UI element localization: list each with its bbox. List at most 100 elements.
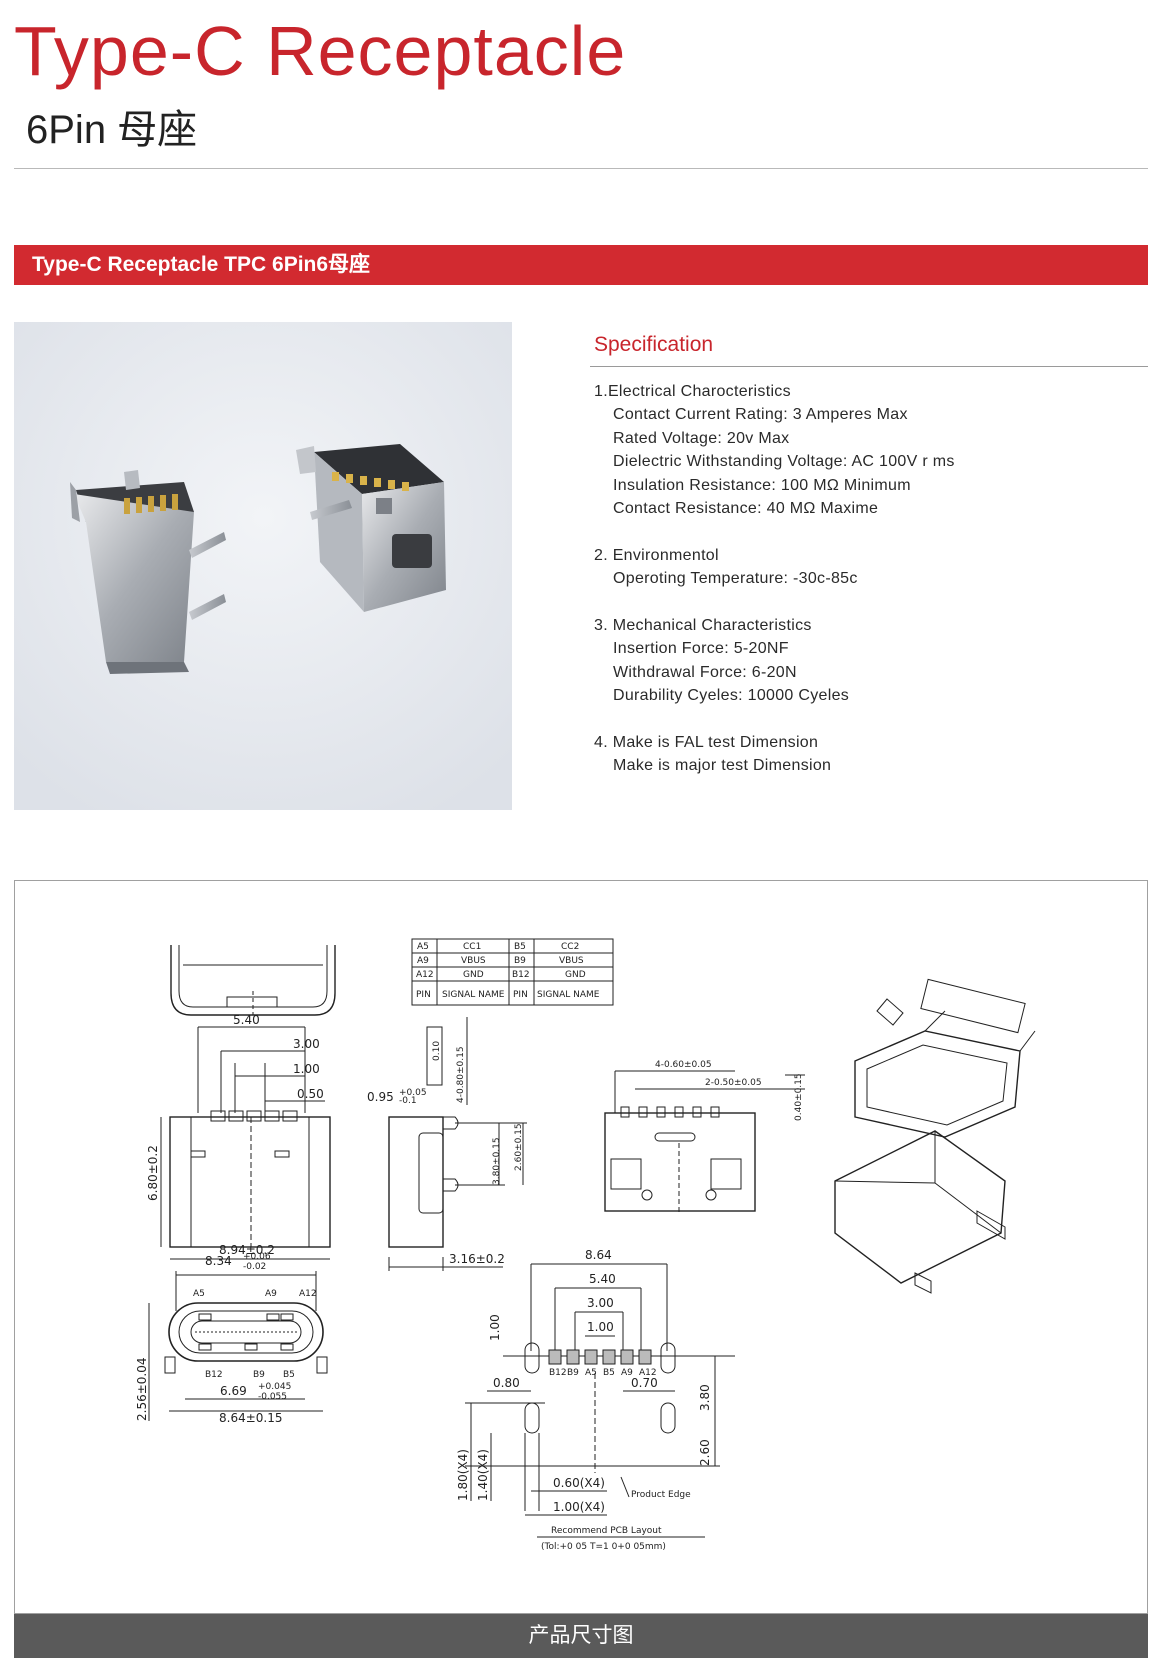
dim-front-overall: 8.94±0.2 <box>219 1243 275 1257</box>
pcb-pad-label: A9 <box>621 1368 633 1378</box>
dim-bottom-pitch: 6.69 <box>220 1384 247 1398</box>
spec-item: Operoting Temperature: -30c-85c <box>613 570 858 588</box>
dim-pcb-300: 3.00 <box>587 1296 614 1310</box>
header-divider <box>14 168 1148 169</box>
dim-pcb-864: 8.64 <box>585 1248 612 1262</box>
pcb-pad-label: B12 <box>549 1368 567 1378</box>
pin-cell: PIN <box>416 990 431 1000</box>
dim-back-pitch: 2-0.50±0.05 <box>705 1078 762 1088</box>
pin-cell: A5 <box>417 942 429 952</box>
front-view: 5.40 3.00 1.00 0.50 6.80±0.2 8.94±0.2 <box>146 1013 331 1260</box>
pin-cell: CC2 <box>561 942 579 952</box>
bottom-pin-label: B9 <box>253 1370 265 1380</box>
page-subtitle: 6Pin 母座 <box>26 108 198 152</box>
front-top-view <box>170 945 336 1016</box>
bottom-view: 8.34 +0.06 -0.02 A5 A9 A12 B12 B9 B5 6.6… <box>135 1252 328 1425</box>
bottom-pin-label: B5 <box>283 1370 295 1380</box>
dim-bottom-width: 8.34 <box>205 1254 232 1268</box>
spec-item: Withdrawal Force: 6-20N <box>613 663 797 681</box>
dim-pcb-100x4: 1.00(X4) <box>553 1500 605 1514</box>
pin-cell: SIGNAL NAME <box>537 990 600 1000</box>
spec-item: Contact Resistance: 40 MΩ Maxime <box>613 500 879 518</box>
spec-group-environmental: 2. Environmentol Operoting Temperature: … <box>594 544 1134 591</box>
spec-item: Insulation Resistance: 100 MΩ Minimum <box>613 476 911 494</box>
connector-right <box>296 444 446 612</box>
dim-pcb-540: 5.40 <box>589 1272 616 1286</box>
pin-table: A5 CC1 B5 CC2 A9 VBUS B9 VBUS A12 GND B1… <box>411 938 614 1006</box>
dim-front-05: 0.50 <box>297 1087 324 1101</box>
connector-left <box>70 470 226 674</box>
pcb-caption: Recommend PCB Layout <box>551 1526 662 1536</box>
spec-item: Dielectric Withstanding Voltage: AC 100V… <box>613 453 955 471</box>
pcb-pad-label: B9 <box>567 1368 579 1378</box>
spec-group-test: 4. Make is FAL test Dimension Make is ma… <box>594 731 1134 778</box>
pin-cell: CC1 <box>463 942 481 952</box>
spec-divider <box>590 366 1148 367</box>
dim-front-height: 6.80±0.2 <box>146 1145 160 1201</box>
dim-pcb-v100: 1.00 <box>488 1314 502 1341</box>
dim-front-1: 1.00 <box>293 1062 320 1076</box>
dim-side-380: 3.80±0.15 <box>492 1137 502 1185</box>
pcb-pad-label: A12 <box>639 1368 657 1378</box>
pcb-pad-label: A5 <box>585 1368 597 1378</box>
dim-pcb-140: 1.40(X4) <box>476 1449 490 1501</box>
dim-pcb-080: 0.80 <box>493 1376 520 1390</box>
dim-bottom-width-minus: -0.02 <box>243 1262 266 1272</box>
dim-bottom-height: 2.56±0.04 <box>135 1358 149 1422</box>
dim-side-260: 2.60±0.15 <box>514 1123 524 1171</box>
pin-cell: GND <box>463 970 484 980</box>
pin-cell: SIGNAL NAME <box>442 990 505 1000</box>
product-photo <box>14 322 512 810</box>
pin-cell: B9 <box>514 956 526 966</box>
dimension-drawing: 5.40 3.00 1.00 0.50 6.80±0.2 8.94±0.2 <box>14 880 1148 1614</box>
drawing-caption-bar: 产品尺寸图 <box>14 1614 1148 1658</box>
bottom-pin-label: B12 <box>205 1370 223 1380</box>
dim-pcb-070: 0.70 <box>631 1376 658 1390</box>
dim-side-depth: 3.16±0.2 <box>449 1252 505 1266</box>
spec-group-mechanical: 3. Mechanical Characteristics Insertion … <box>594 614 1134 708</box>
isometric-views <box>834 978 1036 1294</box>
side-view: 0.10 4-0.80±0.15 0.95 +0.05 -0.1 3.80±0.… <box>367 1017 527 1271</box>
spec-group-title: 3. Mechanical Characteristics <box>594 617 812 635</box>
pin-cell: A12 <box>416 970 434 980</box>
pin-cell: A9 <box>417 956 429 966</box>
pin-cell: GND <box>565 970 586 980</box>
bottom-pin-label: A5 <box>193 1289 205 1299</box>
pcb-tolerance: (Tol:+0 05 T=1 0+0 05mm) <box>541 1542 666 1552</box>
pcb-layout: 8.64 5.40 3.00 1.00 1.00 B12 B9 <box>456 1248 735 1552</box>
product-banner: Type-C Receptacle TPC 6Pin6母座 <box>14 245 1148 285</box>
spec-item: Durability Cyeles: 10000 Cyeles <box>613 687 850 705</box>
spec-item: Insertion Force: 5-20NF <box>613 640 789 658</box>
back-view: 4-0.60±0.05 2-0.50±0.05 0.40±0.15 <box>604 1060 805 1215</box>
dim-front-width: 5.40 <box>233 1013 260 1027</box>
spec-item: Rated Voltage: 20v Max <box>613 429 790 447</box>
spec-group-title: 4. Make is FAL test Dimension <box>594 734 819 752</box>
dim-pcb-100: 1.00 <box>587 1320 614 1334</box>
dim-bottom-overall: 8.64±0.15 <box>219 1411 283 1425</box>
pcb-pad-label: B5 <box>603 1368 615 1378</box>
dim-side-pins: 4-0.80±0.15 <box>456 1046 466 1103</box>
dim-side-095-plus: +0.05 <box>399 1088 427 1098</box>
pin-cell: VBUS <box>461 956 486 966</box>
spec-heading: Specification <box>594 333 714 356</box>
page-title: Type-C Receptacle <box>14 12 627 90</box>
spec-group-electrical: 1.Electrical Charocteristics Contact Cur… <box>594 380 1134 520</box>
bottom-pin-label: A9 <box>265 1289 277 1299</box>
spec-group-title: 2. Environmentol <box>594 546 719 564</box>
dim-side-095: 0.95 <box>367 1090 394 1104</box>
spec-list: 1.Electrical Charocteristics Contact Cur… <box>594 380 1134 801</box>
dim-pcb-260: 2.60 <box>698 1439 712 1466</box>
pin-cell: B12 <box>512 970 530 980</box>
dim-side-010: 0.10 <box>432 1041 442 1061</box>
dim-side-095-minus: -0.1 <box>399 1096 417 1106</box>
bottom-pin-label: A12 <box>299 1289 317 1299</box>
dim-pcb-180: 1.80(X4) <box>456 1449 470 1501</box>
spec-group-title: 1.Electrical Charocteristics <box>594 383 791 400</box>
dim-bottom-pitch-minus: -0.055 <box>258 1392 287 1402</box>
dim-front-3: 3.00 <box>293 1037 320 1051</box>
spec-item: Contact Current Rating: 3 Amperes Max <box>613 406 908 424</box>
product-edge-label: Product Edge <box>631 1490 691 1500</box>
dim-pcb-060: 0.60(X4) <box>553 1476 605 1490</box>
dim-bottom-pitch-plus: +0.045 <box>258 1382 291 1392</box>
dim-pcb-380: 3.80 <box>698 1384 712 1411</box>
